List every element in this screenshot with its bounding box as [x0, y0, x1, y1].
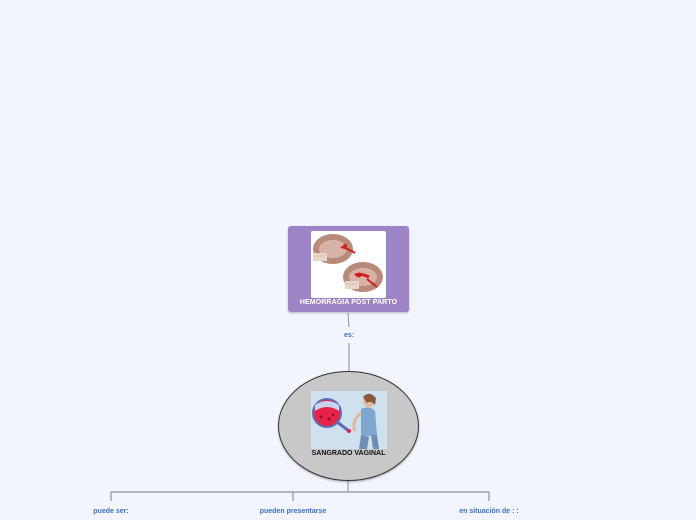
branch-label-pueden-presentarse[interactable]: pueden presentarse	[259, 508, 327, 515]
branch-label-puede-ser[interactable]: puede ser:	[93, 508, 129, 515]
root-node-label: HEMORRAGIA POST PARTO	[299, 299, 398, 306]
root-to-label-line	[347, 312, 350, 328]
link-label-es[interactable]: es:	[343, 332, 355, 339]
woman-bleeding-illustration	[311, 391, 387, 449]
root-node-hemorragia[interactable]: HEMORRAGIA POST PARTO	[288, 226, 409, 312]
uterus-bleeding-illustration	[311, 231, 386, 298]
branch-label-en-situacion[interactable]: en situación de : :	[459, 508, 519, 515]
main-node-label: SANGRADO VAGINAL	[311, 450, 386, 457]
main-node-sangrado-vaginal[interactable]: SANGRADO VAGINAL	[278, 371, 419, 481]
